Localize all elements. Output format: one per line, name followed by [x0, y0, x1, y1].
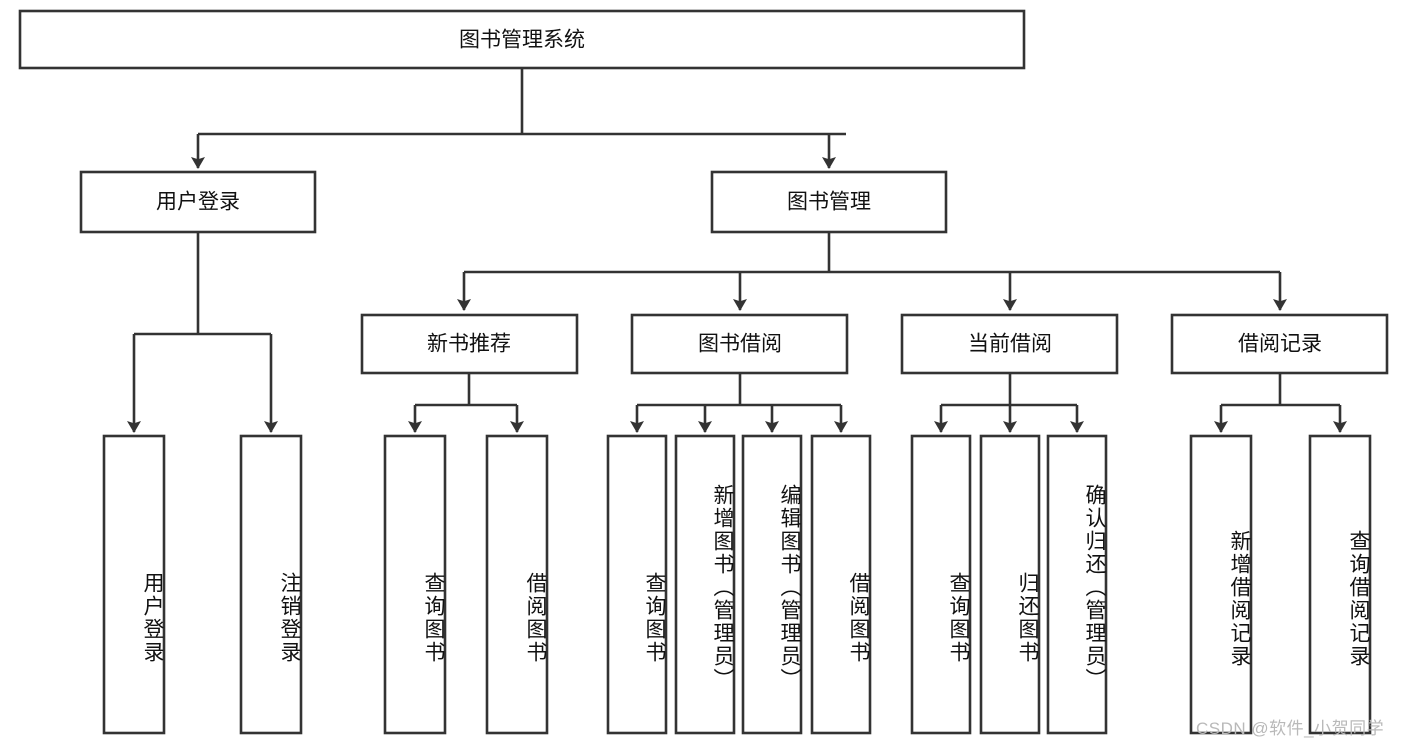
node-borrow-record-label: 借阅记录 — [1238, 333, 1322, 356]
leaf-box-bookborrow-4[interactable] — [810, 434, 872, 735]
connector-userlogin-to-leaves — [127, 232, 278, 433]
leaf-box-borrowrecord-2[interactable] — [1308, 434, 1372, 735]
node-borrow-record[interactable]: 借阅记录 — [1170, 313, 1389, 375]
node-new-book-recommend-label: 新书推荐 — [427, 333, 511, 356]
leaf-box-currentborrow-2[interactable] — [979, 434, 1041, 735]
connector-bookborrow-to-leaves — [630, 373, 848, 433]
node-current-borrow-label: 当前借阅 — [968, 333, 1052, 356]
leaf-box-bookborrow-3[interactable] — [741, 434, 803, 735]
node-book-borrow[interactable]: 图书借阅 — [630, 313, 849, 375]
node-user-login[interactable]: 用户登录 — [79, 170, 317, 234]
leaf-box-newbook-1[interactable] — [383, 434, 447, 735]
connector-root-to-level2 — [191, 68, 846, 169]
csdn-watermark: CSDN @软件_小贺同学 — [1196, 719, 1385, 738]
leaf-box-user-login-1[interactable] — [102, 434, 166, 735]
node-new-book-recommend[interactable]: 新书推荐 — [360, 313, 579, 375]
leaf-box-borrowrecord-1[interactable] — [1189, 434, 1253, 735]
connector-bookmgmt-to-level3 — [457, 232, 1287, 311]
connector-borrowrecord-to-leaves — [1214, 373, 1347, 433]
node-root[interactable]: 图书管理系统 — [18, 9, 1026, 70]
leaf-box-currentborrow-3[interactable] — [1046, 434, 1108, 735]
node-current-borrow[interactable]: 当前借阅 — [900, 313, 1119, 375]
node-book-borrow-label: 图书借阅 — [698, 333, 782, 356]
leaf-box-user-login-2[interactable] — [239, 434, 303, 735]
leaf-box-currentborrow-1[interactable] — [910, 434, 972, 735]
node-book-management-label: 图书管理 — [787, 191, 871, 214]
node-root-label: 图书管理系统 — [459, 29, 585, 52]
leaf-box-bookborrow-1[interactable] — [606, 434, 668, 735]
leaf-box-newbook-2[interactable] — [485, 434, 549, 735]
leaf-box-bookborrow-2[interactable] — [674, 434, 736, 735]
connector-currentborrow-to-leaves — [934, 373, 1084, 433]
node-user-login-label: 用户登录 — [156, 191, 240, 214]
node-book-management[interactable]: 图书管理 — [710, 170, 948, 234]
connector-newbook-to-leaves — [408, 373, 524, 433]
